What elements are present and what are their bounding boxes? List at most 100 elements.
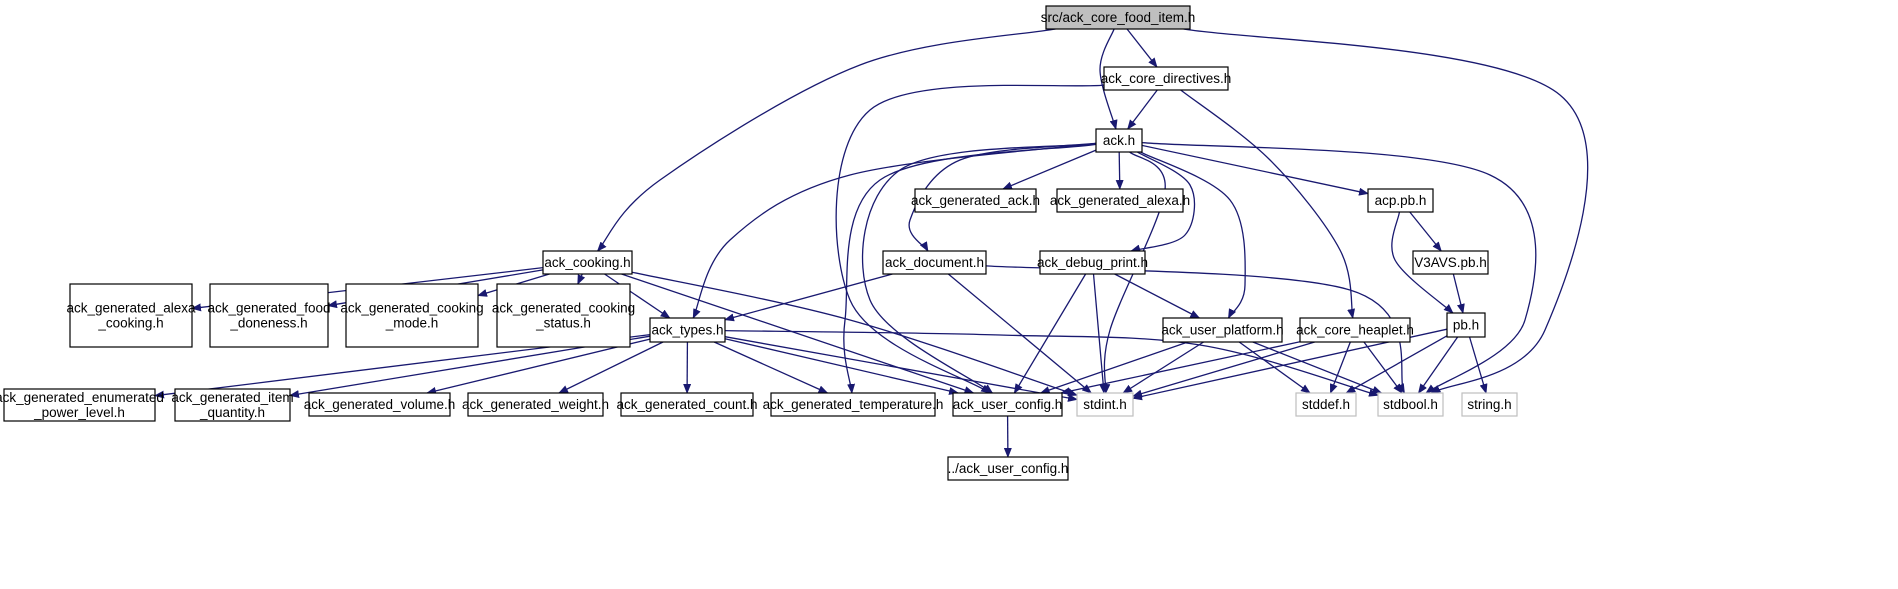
node-label: ack_user_config.h: [953, 397, 1063, 412]
edge-line: [1141, 141, 1537, 394]
node-label: ack_generated_food: [207, 301, 330, 316]
node-stdint: stdint.h: [1076, 392, 1134, 417]
node-label: ack.h: [1103, 133, 1135, 148]
node-gen-food-doneness[interactable]: ack_generated_food_doneness.h: [207, 283, 331, 348]
node-label: ack_core_heaplet.h: [1296, 323, 1414, 338]
node-label: _power_level.h: [33, 405, 125, 420]
node-label: stddef.h: [1302, 397, 1350, 412]
node-box: [1461, 392, 1518, 417]
edge-line: [604, 273, 671, 319]
edge-line: [1391, 211, 1454, 314]
node-layer: src/ack_core_food_item.h ack_core_directi…: [0, 5, 1518, 481]
edge-line: [1329, 341, 1351, 394]
node-box: [770, 392, 936, 417]
edge-cooking-to-user_config: [621, 273, 975, 394]
node-gen-weight[interactable]: ack_generated_weight.h: [462, 392, 609, 417]
node-gen-count[interactable]: ack_generated_count.h: [616, 392, 758, 417]
edge-core_directives-to-user_config: [835, 84, 1105, 394]
node-user-config[interactable]: ack_user_config.h: [952, 392, 1063, 417]
node-parent-user-config[interactable]: ../ack_user_config.h: [947, 456, 1069, 481]
edge-line: [1114, 273, 1201, 319]
edge-ack-to-debug_print: [1130, 151, 1196, 253]
node-cooking[interactable]: ack_cooking.h: [542, 250, 633, 275]
node-box: [1162, 317, 1283, 343]
node-label: ack_user_platform.h: [1161, 323, 1283, 338]
node-root[interactable]: src/ack_core_food_item.h: [1041, 5, 1196, 30]
node-user-platform[interactable]: ack_user_platform.h: [1161, 317, 1284, 343]
node-label: _mode.h: [385, 316, 439, 331]
edge-document-to-stdint: [947, 273, 1092, 394]
edge-ack-to-types: [692, 142, 1097, 319]
edge-pb-to-stdbool: [1417, 336, 1459, 394]
node-label: ../ack_user_config.h: [948, 461, 1069, 476]
edge-debug_print-to-user_platform: [1114, 273, 1201, 319]
node-core-heaplet[interactable]: ack_core_heaplet.h: [1296, 317, 1414, 343]
node-label: src/ack_core_food_item.h: [1041, 10, 1196, 25]
edge-core_heaplet-to-stdint: [1132, 341, 1315, 398]
edge-core_directives-to-ack: [1127, 89, 1158, 130]
edge-line: [1180, 89, 1356, 319]
node-box: [1076, 392, 1134, 417]
node-gen-enum-power[interactable]: ack_generated_enumerated_power_level.h: [0, 388, 164, 422]
edge-core_heaplet-to-user_config: [1060, 341, 1301, 396]
node-label: ack_generated_temperature.h: [763, 397, 944, 412]
node-ack[interactable]: ack.h: [1095, 128, 1143, 153]
node-core-directives[interactable]: ack_core_directives.h: [1101, 66, 1232, 91]
node-label: pb.h: [1453, 318, 1479, 333]
edge-line: [861, 142, 1097, 394]
node-box: [1377, 392, 1444, 417]
edge-line: [577, 273, 586, 285]
node-label: ack_generated_item: [171, 390, 293, 405]
node-box: [1045, 5, 1191, 30]
node-label: string.h: [1467, 397, 1511, 412]
node-box: [1295, 392, 1357, 417]
edge-root-to-core_directives: [1126, 28, 1158, 68]
node-box: [952, 392, 1063, 417]
edge-line: [1122, 341, 1204, 394]
node-gen-temp[interactable]: ack_generated_temperature.h: [763, 392, 944, 417]
node-box: [467, 392, 604, 417]
edge-ack-to-user_config: [861, 142, 1097, 394]
node-label: _doneness.h: [229, 316, 307, 331]
node-gen-cooking-status[interactable]: ack_generated_cooking_status.h: [492, 283, 635, 348]
node-box: [209, 283, 329, 348]
node-gen-alexa[interactable]: ack_generated_alexa.h: [1050, 188, 1190, 213]
edge-line: [692, 142, 1097, 319]
edge-root-to-stdbool: [1183, 28, 1589, 394]
node-box: [1095, 128, 1143, 153]
edge-line: [835, 84, 1105, 394]
edge-v3avs-to-pb: [1452, 273, 1465, 314]
edge-line: [724, 273, 893, 322]
edge-ack-to-stdbool: [1141, 141, 1537, 394]
node-box: [69, 283, 193, 348]
edge-ack-to-gen_alexa: [1115, 151, 1124, 190]
node-gen-volume[interactable]: ack_generated_volume.h: [304, 392, 456, 417]
node-v3avs[interactable]: V3AVS.pb.h: [1412, 250, 1489, 275]
node-label: V3AVS.pb.h: [1414, 255, 1487, 270]
node-gen-ack[interactable]: ack_generated_ack.h: [911, 188, 1040, 213]
node-label: _status.h: [535, 316, 591, 331]
edge-line: [1126, 28, 1158, 68]
node-box: [1412, 250, 1489, 275]
node-label: ack_core_directives.h: [1101, 71, 1232, 86]
node-gen-item-qty[interactable]: ack_generated_item_quantity.h: [171, 388, 294, 422]
edge-line: [621, 273, 975, 394]
edge-line: [558, 341, 664, 394]
edge-user_platform-to-stdint: [1122, 341, 1204, 394]
edge-line: [1468, 336, 1488, 394]
node-box: [174, 388, 291, 422]
edge-line: [1452, 273, 1465, 314]
node-acp[interactable]: acp.pb.h: [1367, 188, 1434, 213]
node-gen-alexa-cooking[interactable]: ack_generated_alexa_cooking.h: [66, 283, 196, 348]
edge-cooking-to-types: [604, 273, 671, 319]
node-label: ack_types.h: [651, 323, 723, 338]
node-box: [1367, 188, 1434, 213]
edge-line: [596, 28, 1056, 252]
edge-debug_print-to-stdint: [1092, 273, 1108, 394]
node-gen-cooking-mode[interactable]: ack_generated_cooking_mode.h: [340, 283, 484, 348]
node-document[interactable]: ack_document.h: [882, 250, 987, 275]
node-pb[interactable]: pb.h: [1446, 312, 1486, 338]
node-debug-print[interactable]: ack_debug_print.h: [1037, 250, 1148, 275]
node-types[interactable]: ack_types.h: [649, 317, 726, 343]
